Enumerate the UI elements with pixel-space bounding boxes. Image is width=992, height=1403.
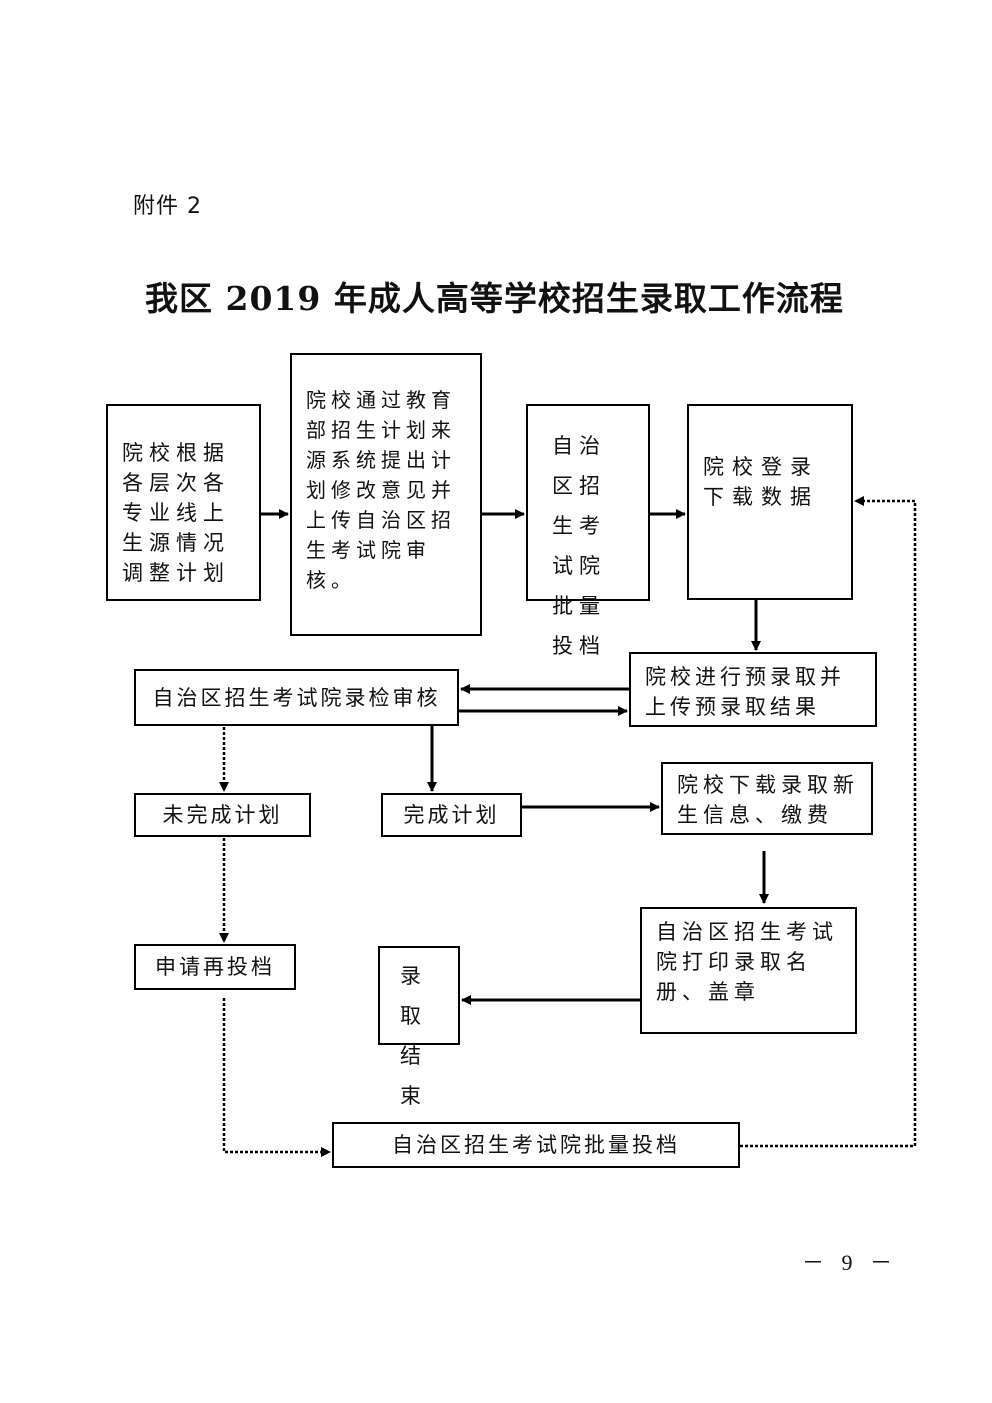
flow-box-batch-resubmit-text: 自治区招生考试院批量投档 [392,1133,680,1157]
document-title: 我区 2019 年成人高等学校招生录取工作流程 [145,279,844,318]
flow-box-pre-admit-text: 院校进行预录取并上传预录取结果 [645,665,845,719]
flow-box-apply-resubmit: 申请再投档 [134,944,296,990]
flow-box-batch-submit-text: 自治区招生考试院批量投档 [552,434,606,658]
flow-box-admission-end: 录取结束 [378,946,460,1108]
attachment-label: 附件 2 [133,194,202,219]
flow-box-plan-complete: 完成计划 [381,793,522,837]
flow-box-batch-resubmit: 自治区招生考试院批量投档 [332,1122,740,1168]
flow-box-admission-end-text: 录取结束 [400,964,423,1108]
flow-box-review-text: 自治区招生考试院录检审核 [152,685,441,710]
flow-box-download-data-text: 院校登录下载数据 [703,455,819,509]
flow-box-plan-incomplete: 未完成计划 [134,793,311,837]
flow-box-print-roster-text: 自治区招生考试院打印录取名册、盖章 [656,920,838,1004]
flow-box-review: 自治区招生考试院录检审核 [134,669,459,726]
flow-box-pre-admit: 院校进行预录取并上传预录取结果 [629,652,877,727]
page-number: － 9 － [802,1250,899,1275]
flow-box-batch-submit: 自治区招生考试院批量投档 [526,404,650,658]
flow-box-plan-complete-text: 完成计划 [403,803,500,827]
flow-box-apply-resubmit-text: 申请再投档 [155,955,275,979]
flow-box-adjust-plan-text: 院校根据各层次各专业线上生源情况调整计划 [122,441,230,585]
flow-box-print-roster: 自治区招生考试院打印录取名册、盖章 [640,907,857,1034]
flow-box-plan-incomplete-text: 未完成计划 [162,803,283,827]
flow-box-submit-plan-text: 院校通过教育部招生计划来源系统提出计划修改意见并上传自治区招生考试院审核。 [306,388,456,592]
flow-box-download-data: 院校登录下载数据 [687,404,853,600]
flow-box-submit-plan: 院校通过教育部招生计划来源系统提出计划修改意见并上传自治区招生考试院审核。 [290,353,482,636]
arrow-resubmit-to-batch [222,998,331,1157]
flow-box-download-new-students: 院校下载录取新生信息、缴费 [661,762,873,835]
flow-box-download-new-students-text: 院校下载录取新生信息、缴费 [677,773,859,827]
flow-box-adjust-plan: 院校根据各层次各专业线上生源情况调整计划 [106,404,261,601]
